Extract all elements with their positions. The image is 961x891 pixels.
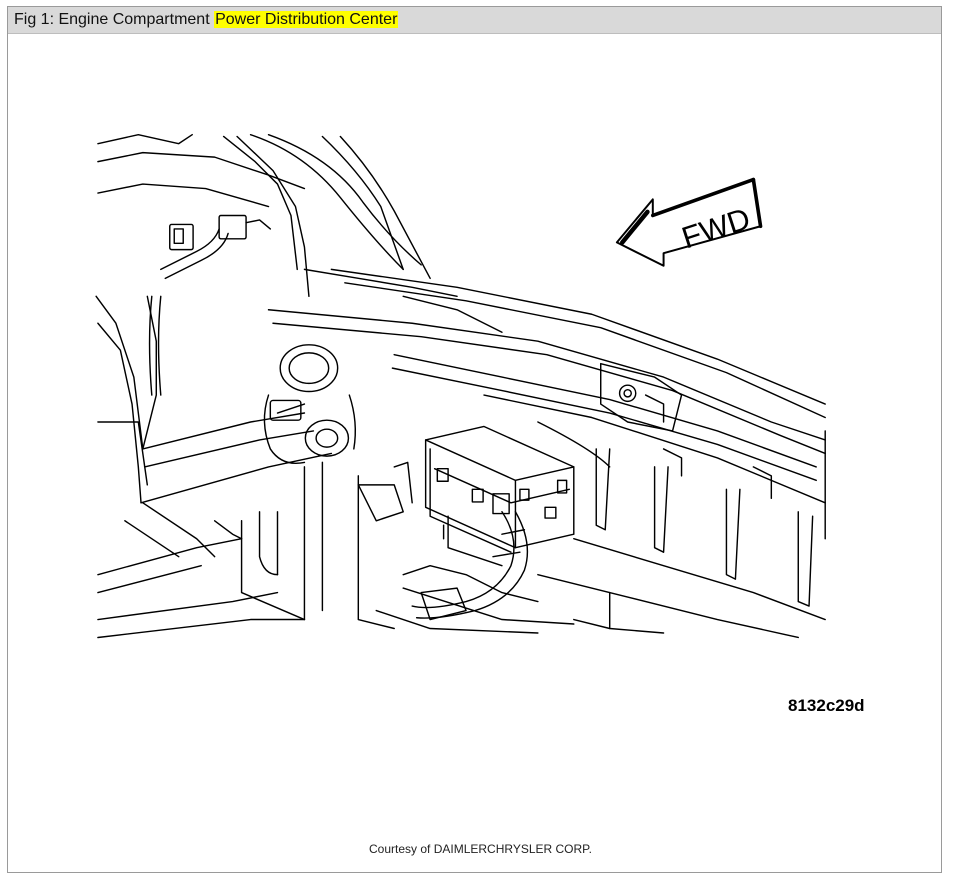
rail-brackets [537,421,814,607]
highlighted-term: Power Distribution Center [214,11,399,28]
title-bar: Fig 1: Engine Compartment Power Distribu… [8,7,941,34]
courtesy-credit: Courtesy of DAIMLERCHRYSLER CORP. [369,842,592,856]
right-body-rail [267,268,826,540]
engine-compartment-illustration: FWD [95,133,826,639]
figure-code: 8132c29d [788,696,865,715]
front-rail-lower [537,538,826,639]
lower-floor-pan [213,461,575,634]
left-fender-panel [95,133,333,504]
body-grommet [263,344,357,464]
figure-title-text: Fig 1: Engine Compartment [14,11,215,28]
left-lower-frame [97,502,306,639]
figure-frame: Fig 1: Engine Compartment Power Distribu… [7,6,942,873]
power-distribution-center-box [424,425,575,567]
figure-title: Fig 1: Engine Compartment Power Distribu… [14,11,399,29]
wheel-house [249,133,458,298]
upper-wiring-harness [148,214,272,396]
forward-direction-arrow: FWD [615,177,763,267]
rail-mount-bracket [600,362,683,432]
